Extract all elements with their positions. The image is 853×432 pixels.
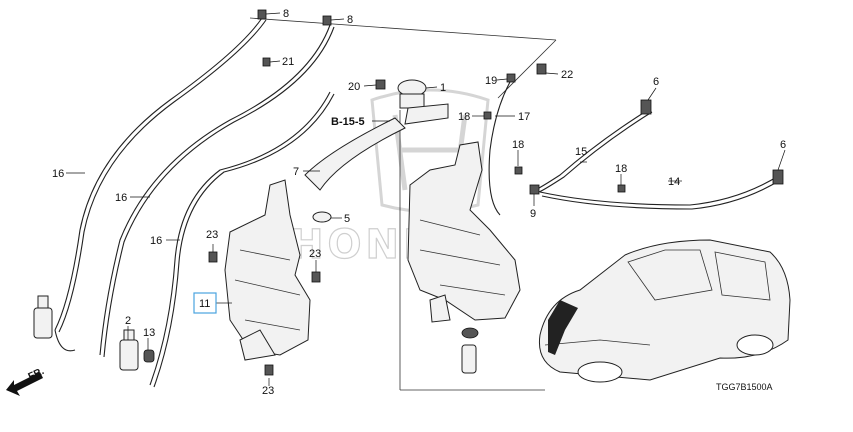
- clip-18b-icon: [514, 166, 523, 175]
- grommet-21-icon: [262, 57, 271, 67]
- callout-23c: 23: [262, 385, 274, 397]
- hose-16-group: [54, 17, 335, 388]
- diagram-code: TGG7B1500A: [716, 382, 773, 392]
- callout-2: 2: [125, 315, 131, 327]
- reservoir-tank-left: [208, 179, 321, 376]
- callout-6a: 6: [653, 76, 659, 88]
- callout-23a: 23: [206, 229, 218, 241]
- callout-17: 17: [518, 111, 530, 123]
- vehicle-illustration: [538, 239, 791, 383]
- callout-8a: 8: [283, 8, 289, 20]
- callout-15: 15: [575, 146, 587, 158]
- seal-5-icon: [312, 211, 332, 223]
- pump-left-icon: [33, 307, 53, 339]
- callout-20: 20: [348, 81, 360, 93]
- bolt-23c-icon: [264, 364, 274, 376]
- front-marker: FR.: [27, 366, 46, 383]
- nozzle-6b-icon: [772, 169, 784, 185]
- reservoir-11-icon: [224, 179, 311, 356]
- callout-14: 14: [668, 176, 680, 188]
- clip-18c-icon: [617, 184, 626, 193]
- callout-11: 11: [199, 298, 210, 310]
- filler-neck-assembly: [304, 79, 449, 223]
- joint-9-icon: [529, 184, 540, 195]
- reservoir-location-marker: [548, 300, 578, 355]
- callout-23b: 23: [309, 248, 321, 260]
- callout-5: 5: [344, 213, 350, 225]
- leader-lines: [66, 12, 786, 386]
- bolt-23b-icon: [311, 271, 321, 283]
- clip-18a-icon: [483, 111, 492, 120]
- callout-16b: 16: [115, 192, 127, 204]
- filler-neck-7-icon: [304, 117, 406, 191]
- clamp-8b-icon: [322, 15, 332, 26]
- seal-13-icon: [143, 349, 155, 363]
- pump-2-icon: [119, 339, 139, 371]
- callout-21: 21: [282, 56, 294, 68]
- callout-7: 7: [293, 166, 299, 178]
- rear-washer-hoses: [483, 63, 784, 216]
- section-reference: B-15-5: [331, 116, 365, 128]
- callout-16c: 16: [150, 235, 162, 247]
- pump-assembly-icon: [461, 344, 477, 374]
- callout-19: 19: [485, 75, 497, 87]
- callout-16a: 16: [52, 168, 64, 180]
- callout-13: 13: [143, 327, 155, 339]
- callout-6b: 6: [780, 139, 786, 151]
- bolt-23a-icon: [208, 251, 218, 263]
- callout-11-highlight: [193, 292, 217, 314]
- reservoir-tank-right: [407, 141, 521, 374]
- callout-labels: 8 8 21 20 1 19 22 6 17 18 18 18 6 15 14 …: [52, 8, 786, 397]
- callout-1: 1: [440, 82, 446, 94]
- clamp-parts: [257, 9, 332, 67]
- callout-9: 9: [530, 208, 536, 220]
- clamp-8a-icon: [257, 9, 267, 20]
- washer-pumps: [33, 295, 155, 371]
- callout-18c: 18: [615, 163, 627, 175]
- clip-20-icon: [375, 79, 386, 90]
- front-arrow: FR.: [6, 366, 46, 396]
- callout-18b: 18: [512, 139, 524, 151]
- nozzle-6a-icon: [640, 99, 652, 115]
- clip-22-icon: [536, 63, 547, 75]
- callout-8b: 8: [347, 14, 353, 26]
- callout-22: 22: [561, 69, 573, 81]
- callout-18a: 18: [458, 111, 470, 123]
- clip-19-icon: [506, 73, 516, 83]
- assembly-boundary: [249, 17, 557, 391]
